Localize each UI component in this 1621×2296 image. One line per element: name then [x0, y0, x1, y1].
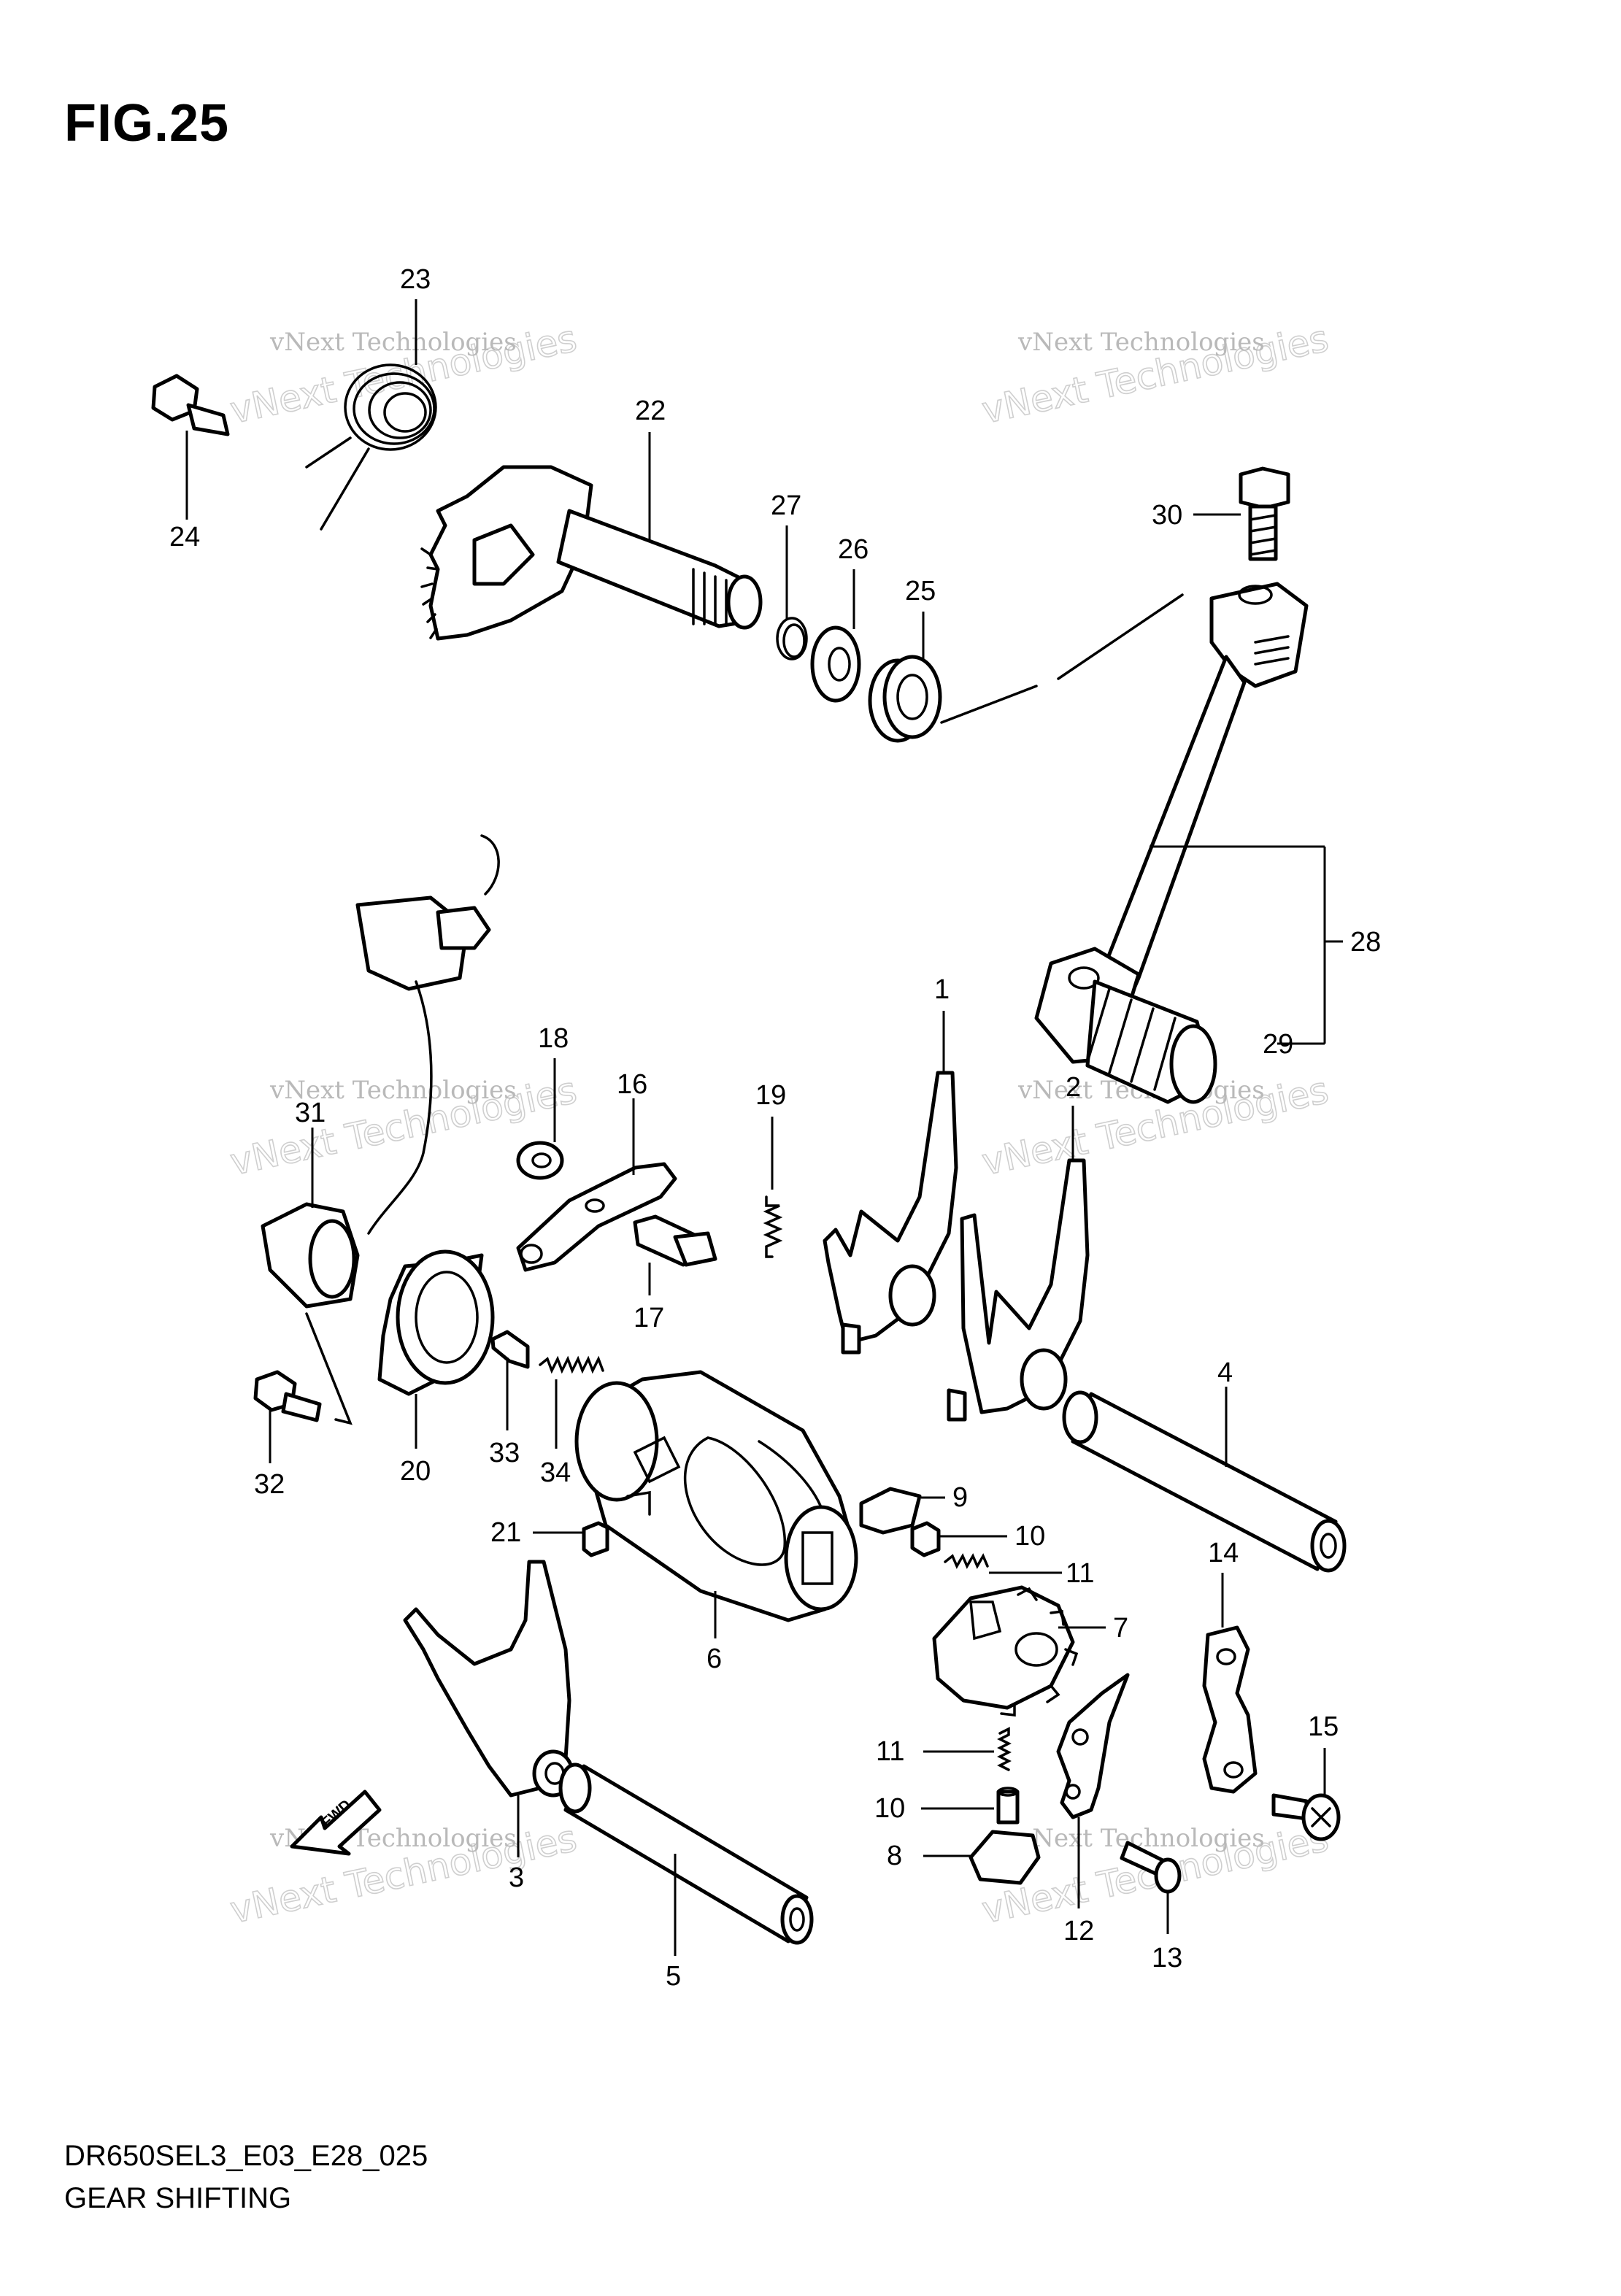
part-12-pawl-lifter: [1056, 1673, 1130, 1908]
callout-8: 8: [887, 1841, 902, 1871]
callout-28: 28: [1350, 927, 1381, 958]
part-1-gearshift-fork: [823, 1011, 958, 1355]
callout-15: 15: [1308, 1711, 1339, 1742]
callout-23: 23: [400, 264, 431, 295]
part-22-gearshift-shaft: [420, 432, 763, 641]
callout-26: 26: [838, 534, 869, 565]
part-31-gear-position-switch: [261, 834, 500, 1425]
part-14-cam-guide: [1202, 1573, 1258, 1794]
callout-6: 6: [706, 1644, 722, 1674]
callout-29: 29: [1263, 1029, 1293, 1060]
callout-1: 1: [934, 974, 950, 1005]
part-29-lever-rubber: [1034, 947, 1217, 1104]
section-name: GEAR SHIFTING: [64, 2182, 292, 2214]
part-15-screw: [1271, 1748, 1341, 1841]
part-4-fork-shaft: [1062, 1387, 1347, 1573]
part-9-pawl: [859, 1487, 945, 1535]
callout-9: 9: [952, 1482, 968, 1513]
part-3-gearshift-fork: [403, 1560, 574, 1857]
callout-30: 30: [1152, 500, 1182, 531]
watermark-text: vNext Technologies: [269, 1076, 517, 1105]
part-11-spring-lower: [923, 1727, 1012, 1771]
callout-5: 5: [666, 1961, 681, 1992]
callout-7: 7: [1113, 1613, 1128, 1644]
callout-21: 21: [490, 1517, 521, 1548]
watermark-text: vNext Technologies: [269, 328, 517, 357]
callout-11a: 11: [1066, 1558, 1094, 1589]
part-10-pin-lower: [921, 1787, 1020, 1825]
part-7-cam-driven-gear: [932, 1585, 1106, 1717]
callout-20: 20: [400, 1456, 431, 1487]
callout-31: 31: [295, 1098, 326, 1128]
callout-18: 18: [538, 1023, 569, 1054]
watermark-top-right: vNext Technologies vNext Technologies: [978, 317, 1333, 433]
part-23-return-spring: [305, 299, 437, 531]
callout-32: 32: [254, 1469, 285, 1500]
part-26-washer: [810, 569, 861, 703]
callout-34: 34: [540, 1457, 571, 1488]
part-27-circlip: [776, 525, 808, 660]
callout-12: 12: [1063, 1916, 1094, 1946]
callout-13: 13: [1152, 1943, 1182, 1973]
part-20-gearshift-plate: [377, 1249, 495, 1449]
model-code: DR650SEL3_E03_E28_025: [64, 2140, 428, 2172]
part-17-bolt: [633, 1214, 717, 1295]
part-32-bolt: [253, 1370, 322, 1463]
callout-27: 27: [771, 490, 801, 521]
part-11-spring-upper: [944, 1553, 1062, 1574]
part-2-gearshift-fork: [947, 1106, 1090, 1422]
part-5-fork-shaft: [558, 1763, 814, 1956]
callout-11b: 11: [876, 1736, 904, 1767]
part-30-bolt: [1193, 466, 1290, 561]
callout-14: 14: [1208, 1538, 1239, 1568]
callout-16: 16: [617, 1069, 647, 1100]
part-6-gearshift-cam: [574, 1370, 858, 1638]
callout-24: 24: [169, 522, 200, 552]
part-10-pin-upper: [910, 1521, 1007, 1557]
part-19-spring: [763, 1117, 783, 1258]
watermark-text: vNext Technologies: [1017, 328, 1265, 357]
part-34-spring: [539, 1355, 604, 1449]
callout-17: 17: [634, 1303, 664, 1333]
part-24-stopper-bolt: [151, 374, 230, 520]
figure-title: FIG.25: [64, 94, 230, 153]
callout-33: 33: [489, 1438, 520, 1468]
part-18-washer: [516, 1058, 564, 1180]
part-21-pin: [533, 1521, 609, 1557]
callout-19: 19: [755, 1080, 786, 1111]
watermark-bottom-left: vNext Technologies vNext Technologies: [226, 1817, 581, 1933]
callout-3: 3: [509, 1862, 524, 1893]
callout-10b: 10: [874, 1793, 905, 1824]
part-8-pawl: [923, 1830, 1041, 1885]
part-28-gearshift-lever: [1093, 582, 1343, 1045]
callout-22: 22: [635, 396, 666, 426]
callout-2: 2: [1066, 1072, 1081, 1103]
part-25-oil-seal: [868, 593, 1184, 743]
callout-4: 4: [1217, 1357, 1233, 1388]
fwd-arrow-icon: FWD: [290, 1790, 382, 1856]
callout-10a: 10: [1014, 1521, 1045, 1552]
part-13-screw: [1120, 1841, 1182, 1934]
part-33-pin: [490, 1330, 530, 1430]
callout-25: 25: [905, 576, 936, 606]
part-16-cam-stopper: [516, 1098, 677, 1272]
